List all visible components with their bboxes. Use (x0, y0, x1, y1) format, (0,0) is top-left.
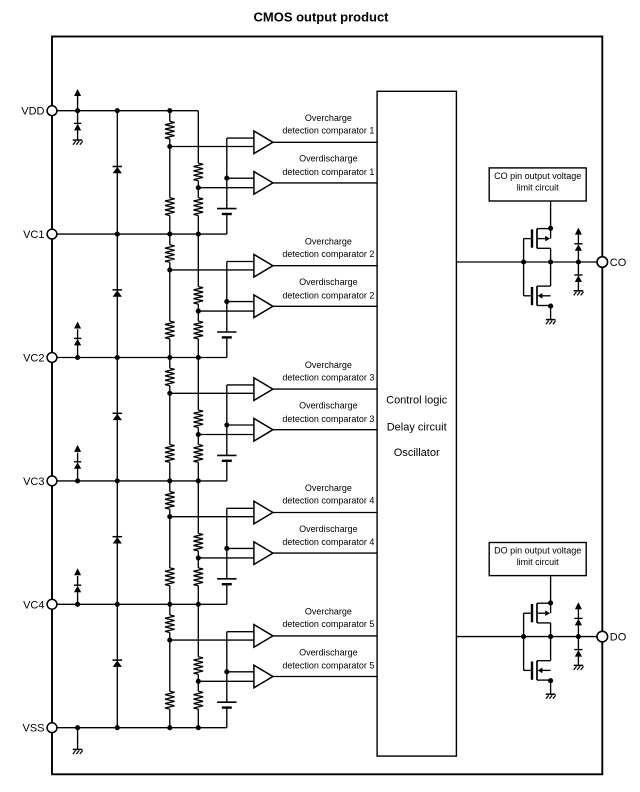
svg-text:Control logic: Control logic (386, 395, 448, 407)
svg-text:Overdischarge: Overdischarge (299, 277, 358, 287)
svg-text:DO: DO (610, 632, 627, 644)
svg-text:CMOS output product: CMOS output product (253, 10, 389, 25)
svg-text:VSS: VSS (22, 723, 44, 735)
svg-text:VC1: VC1 (23, 229, 44, 241)
svg-text:detection comparator 5: detection comparator 5 (282, 661, 374, 671)
svg-text:CO: CO (610, 257, 627, 269)
svg-text:CO pin output voltage: CO pin output voltage (494, 171, 581, 181)
svg-text:detection comparator 1: detection comparator 1 (282, 126, 374, 136)
svg-text:limit circuit: limit circuit (517, 557, 559, 567)
svg-text:VC2: VC2 (23, 353, 44, 365)
svg-text:detection comparator 2: detection comparator 2 (282, 249, 374, 259)
svg-text:Overdischarge: Overdischarge (299, 647, 358, 657)
svg-text:DO pin output voltage: DO pin output voltage (494, 546, 581, 556)
svg-text:VC3: VC3 (23, 476, 44, 488)
svg-text:Overdischarge: Overdischarge (299, 524, 358, 534)
svg-text:detection comparator 4: detection comparator 4 (282, 537, 374, 547)
svg-text:detection comparator 1: detection comparator 1 (282, 167, 374, 177)
svg-text:Overdischarge: Overdischarge (299, 401, 358, 411)
svg-text:Overcharge: Overcharge (305, 113, 352, 123)
svg-text:Overdischarge: Overdischarge (299, 154, 358, 164)
svg-text:VDD: VDD (21, 106, 44, 118)
svg-text:detection comparator 5: detection comparator 5 (282, 619, 374, 629)
svg-text:detection comparator 3: detection comparator 3 (282, 414, 374, 424)
svg-text:Overcharge: Overcharge (305, 360, 352, 370)
svg-text:Delay circuit: Delay circuit (387, 422, 447, 434)
svg-text:Overcharge: Overcharge (305, 483, 352, 493)
svg-text:Overcharge: Overcharge (305, 236, 352, 246)
svg-text:Oscillator: Oscillator (394, 447, 440, 459)
svg-text:VC4: VC4 (23, 599, 44, 611)
svg-text:detection comparator 3: detection comparator 3 (282, 372, 374, 382)
svg-text:detection comparator 2: detection comparator 2 (282, 290, 374, 300)
svg-text:Overcharge: Overcharge (305, 607, 352, 617)
svg-text:limit circuit: limit circuit (517, 182, 559, 192)
svg-text:detection comparator 4: detection comparator 4 (282, 496, 374, 506)
